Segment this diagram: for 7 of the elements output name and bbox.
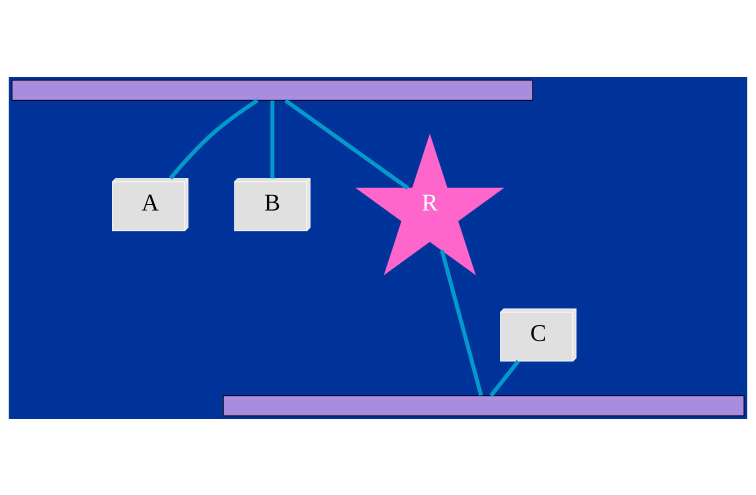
- connector: [270, 100, 274, 178]
- node-bar: [222, 394, 744, 416]
- connector: [284, 98, 410, 190]
- connector: [440, 249, 483, 396]
- connector: [168, 98, 258, 180]
- node-bar: [12, 79, 534, 100]
- connector: [489, 359, 520, 396]
